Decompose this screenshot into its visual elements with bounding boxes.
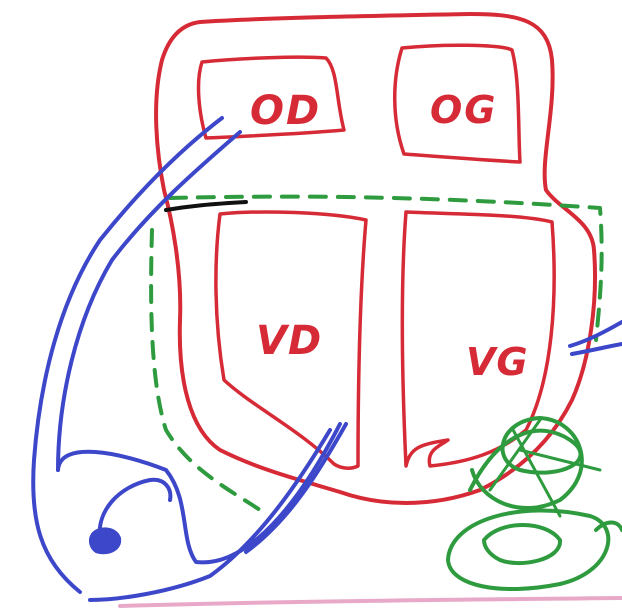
pink-baseline xyxy=(120,598,622,606)
label-og: OG xyxy=(430,88,498,132)
label-vd: VD xyxy=(256,318,322,364)
vg-chamber xyxy=(402,212,554,466)
label-vg: VG xyxy=(466,340,529,384)
label-od: OD xyxy=(250,88,321,134)
heart-outline xyxy=(156,14,595,503)
black-mark xyxy=(166,202,246,210)
pacemaker-device xyxy=(90,528,120,553)
green-scribble xyxy=(448,418,622,589)
